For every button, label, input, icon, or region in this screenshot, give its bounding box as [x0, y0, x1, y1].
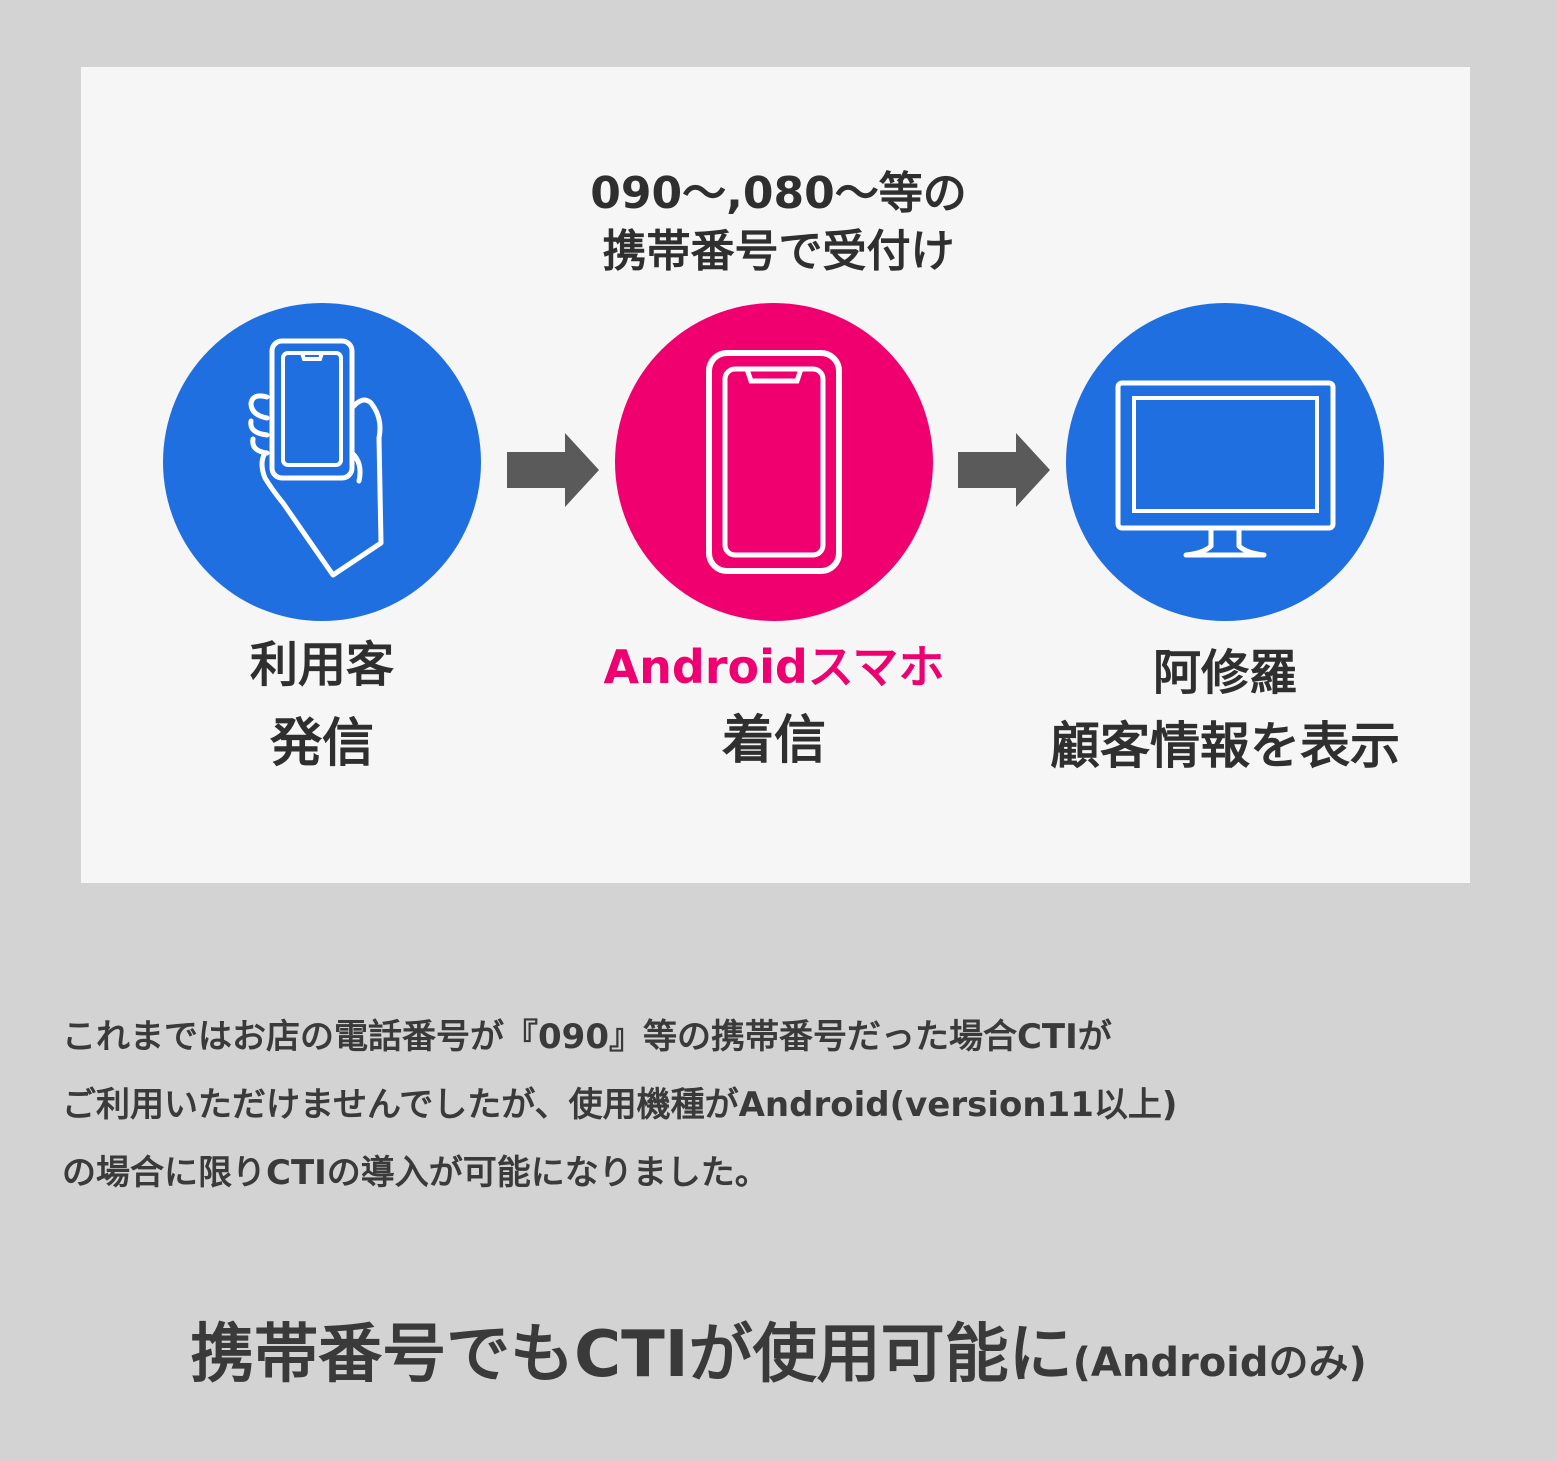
android-phone-node — [615, 303, 933, 621]
hand-holding-phone-icon — [163, 303, 481, 621]
customer-label: 利用客 — [249, 637, 394, 693]
top-caption: 090〜,080〜等の 携帯番号で受付け — [0, 165, 1557, 281]
arrow-right-icon — [958, 433, 1050, 507]
customer-node — [163, 303, 481, 621]
description: これまではお店の電話番号が『090』等の携帯番号だった場合CTIが ご利用いただ… — [62, 1003, 1532, 1207]
arrow-right-icon — [507, 433, 599, 507]
description-line-1: これまではお店の電話番号が『090』等の携帯番号だった場合CTIが — [62, 1017, 1112, 1057]
android-phone-label: Androidスマホ — [603, 640, 945, 694]
smartphone-icon — [615, 303, 933, 621]
android-action-label: 着信 — [721, 711, 826, 771]
top-caption-line-1: 090〜,080〜等の — [590, 168, 967, 219]
asura-label: 阿修羅 — [1152, 645, 1297, 701]
headline-suffix: (Androidのみ) — [1072, 1340, 1367, 1386]
asura-action-label: 顧客情報を表示 — [1050, 717, 1400, 775]
monitor-node — [1066, 303, 1384, 621]
description-line-2: ご利用いただけませんでしたが、使用機種がAndroid(version11以上) — [62, 1085, 1178, 1125]
top-caption-line-2: 携帯番号で受付け — [602, 226, 955, 277]
description-line-3: の場合に限りCTIの導入が可能になりました。 — [62, 1153, 769, 1193]
monitor-icon — [1066, 303, 1384, 621]
headline-main: 携帯番号でもCTIが使用可能に — [190, 1318, 1073, 1392]
headline: 携帯番号でもCTIが使用可能に(Androidのみ) — [0, 1313, 1557, 1405]
customer-action-label: 発信 — [269, 714, 374, 774]
